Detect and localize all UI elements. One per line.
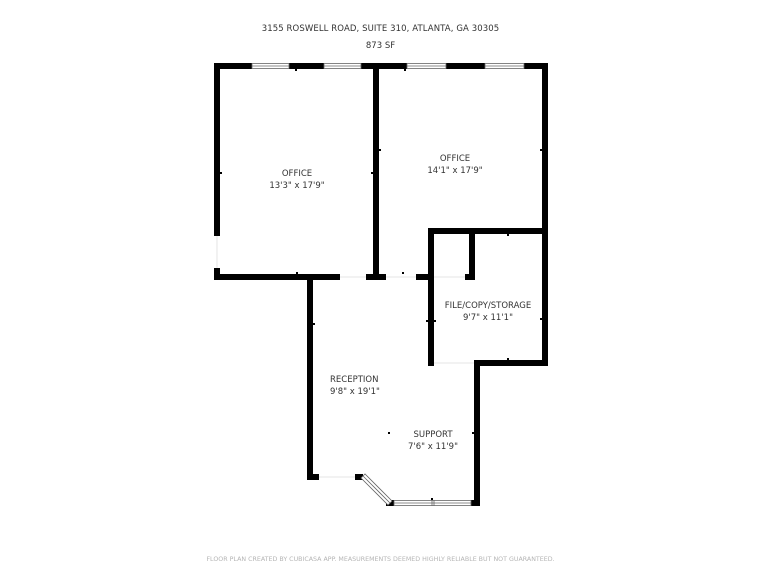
tick-marks <box>220 69 542 500</box>
windows <box>251 63 525 506</box>
wall-storage-bottom <box>474 360 548 366</box>
wall-divider-foot <box>366 274 386 280</box>
wall-storage-left <box>428 228 434 366</box>
wall-storage-inner-foot <box>465 274 475 280</box>
wall-storage-top <box>428 228 548 234</box>
room-storage-name: FILE/COPY/STORAGE <box>444 301 532 311</box>
property-address: 3155 ROSWELL ROAD, SUITE 310, ATLANTA, G… <box>261 24 500 34</box>
room-support-name: SUPPORT <box>413 430 453 440</box>
wall-reception-bottom-stub <box>307 474 319 480</box>
room-office-2: OFFICE 14'1" x 17'9" <box>405 153 505 177</box>
wall-top-mid2 <box>361 63 407 69</box>
wall-top-left <box>214 63 252 69</box>
wall-reception-left <box>307 274 313 480</box>
wall-support-right <box>474 360 480 506</box>
room-support: SUPPORT 7'6" x 11'9" <box>393 429 473 453</box>
wall-top-mid3 <box>446 63 485 69</box>
room-office-1: OFFICE 13'3" x 17'9" <box>247 168 347 192</box>
wall-bay-top-stub <box>355 474 363 480</box>
room-reception-dimensions: 9'8" x 19'1" <box>330 387 380 397</box>
wall-office-divider <box>373 63 379 280</box>
room-reception: RECEPTION 9'8" x 19'1" <box>330 374 380 398</box>
openings <box>216 236 474 478</box>
wall-storage-inner <box>469 228 475 280</box>
room-office-1-name: OFFICE <box>281 169 313 179</box>
room-office-2-dimensions: 14'1" x 17'9" <box>427 166 483 176</box>
wall-top-mid1 <box>289 63 324 69</box>
walls <box>214 63 548 506</box>
wall-left-upper <box>214 63 220 236</box>
room-office-2-name: OFFICE <box>439 154 471 164</box>
wall-top-right <box>524 63 548 69</box>
disclaimer: FLOOR PLAN CREATED BY CUBICASA APP. MEAS… <box>206 556 555 563</box>
wall-right <box>542 63 548 366</box>
room-storage-dimensions: 9'7" x 11'1" <box>463 313 513 323</box>
room-reception-name: RECEPTION <box>330 375 379 385</box>
room-file-copy-storage: FILE/COPY/STORAGE 9'7" x 11'1" <box>428 300 548 324</box>
wall-storage-left-stub <box>416 274 434 280</box>
room-support-dimensions: 7'6" x 11'9" <box>408 442 458 452</box>
wall-office1-bottom <box>214 274 340 280</box>
room-office-1-dimensions: 13'3" x 17'9" <box>269 181 325 191</box>
wall-bottom-right-stub <box>471 500 480 506</box>
total-square-footage: 873 SF <box>365 41 396 51</box>
